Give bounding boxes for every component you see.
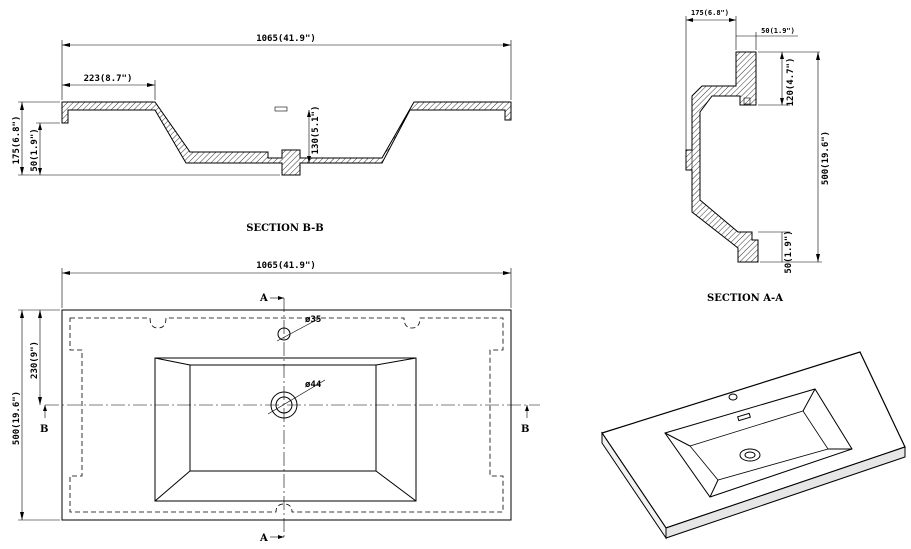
dim-plan-width-text: 1065(41.9") xyxy=(256,261,316,271)
dim-aa-depth-text: 500(19.6") xyxy=(821,131,831,185)
overflow-port xyxy=(685,149,693,171)
section-a-a-view: 175(6.8") 50(1.9") 120(4.7") 500(19.6") … xyxy=(685,9,831,304)
dim-tap-text: 50(1.9") xyxy=(761,27,795,35)
bowl-outer xyxy=(154,357,417,502)
dim-drain-text: ø44 xyxy=(305,380,322,390)
marker-a-bottom: A xyxy=(259,533,268,544)
iso-tap-hole xyxy=(728,393,738,401)
marker-a-top: A xyxy=(259,293,268,304)
dim-aa-rim-text: 50(1.9") xyxy=(784,230,794,273)
dim-rim-text: 50(1.9") xyxy=(30,128,40,171)
dim-depth-text: 130(5.1") xyxy=(311,106,321,155)
section-a-a-profile xyxy=(685,51,759,263)
dim-height-text: 175(6.8") xyxy=(12,116,22,165)
dim-top-text: 175(6.8") xyxy=(691,9,729,17)
dim-tap-hole-text: ø35 xyxy=(305,315,321,325)
dim-offset-text: 223(8.7") xyxy=(84,74,133,84)
iso-side-edge xyxy=(665,446,906,539)
iso-drain xyxy=(739,448,761,462)
isometric-view xyxy=(601,351,906,540)
tap-nut xyxy=(743,97,751,105)
plan-rim-dashed xyxy=(69,317,504,513)
marker-b-left: B xyxy=(40,424,48,435)
plan-view: ø35 ø44 1065(41.9") 500(19.6") 230(9") A… xyxy=(12,261,540,544)
section-b-b-title: SECTION B-B xyxy=(246,223,324,234)
drain-inner xyxy=(275,396,293,414)
iso-overflow-slot xyxy=(737,412,751,422)
section-a-a-title: SECTION A-A xyxy=(707,293,783,304)
marker-b-right: B xyxy=(521,424,529,435)
bowl-inner xyxy=(189,364,377,472)
dim-tap-height-text: 120(4.7") xyxy=(786,58,796,107)
dim-plan-depth-text: 500(19.6") xyxy=(12,391,22,445)
dim-tap-offset-text: 230(9") xyxy=(30,341,40,379)
section-b-b-profile xyxy=(61,101,512,176)
plan-outline xyxy=(61,309,512,521)
dim-width-text: 1065(41.9") xyxy=(256,34,316,44)
drain-outer xyxy=(270,391,298,419)
section-b-b-view: 1065(41.9") 223(8.7") 175(6.8") 50(1.9")… xyxy=(12,34,512,234)
overflow-slot xyxy=(274,106,288,112)
